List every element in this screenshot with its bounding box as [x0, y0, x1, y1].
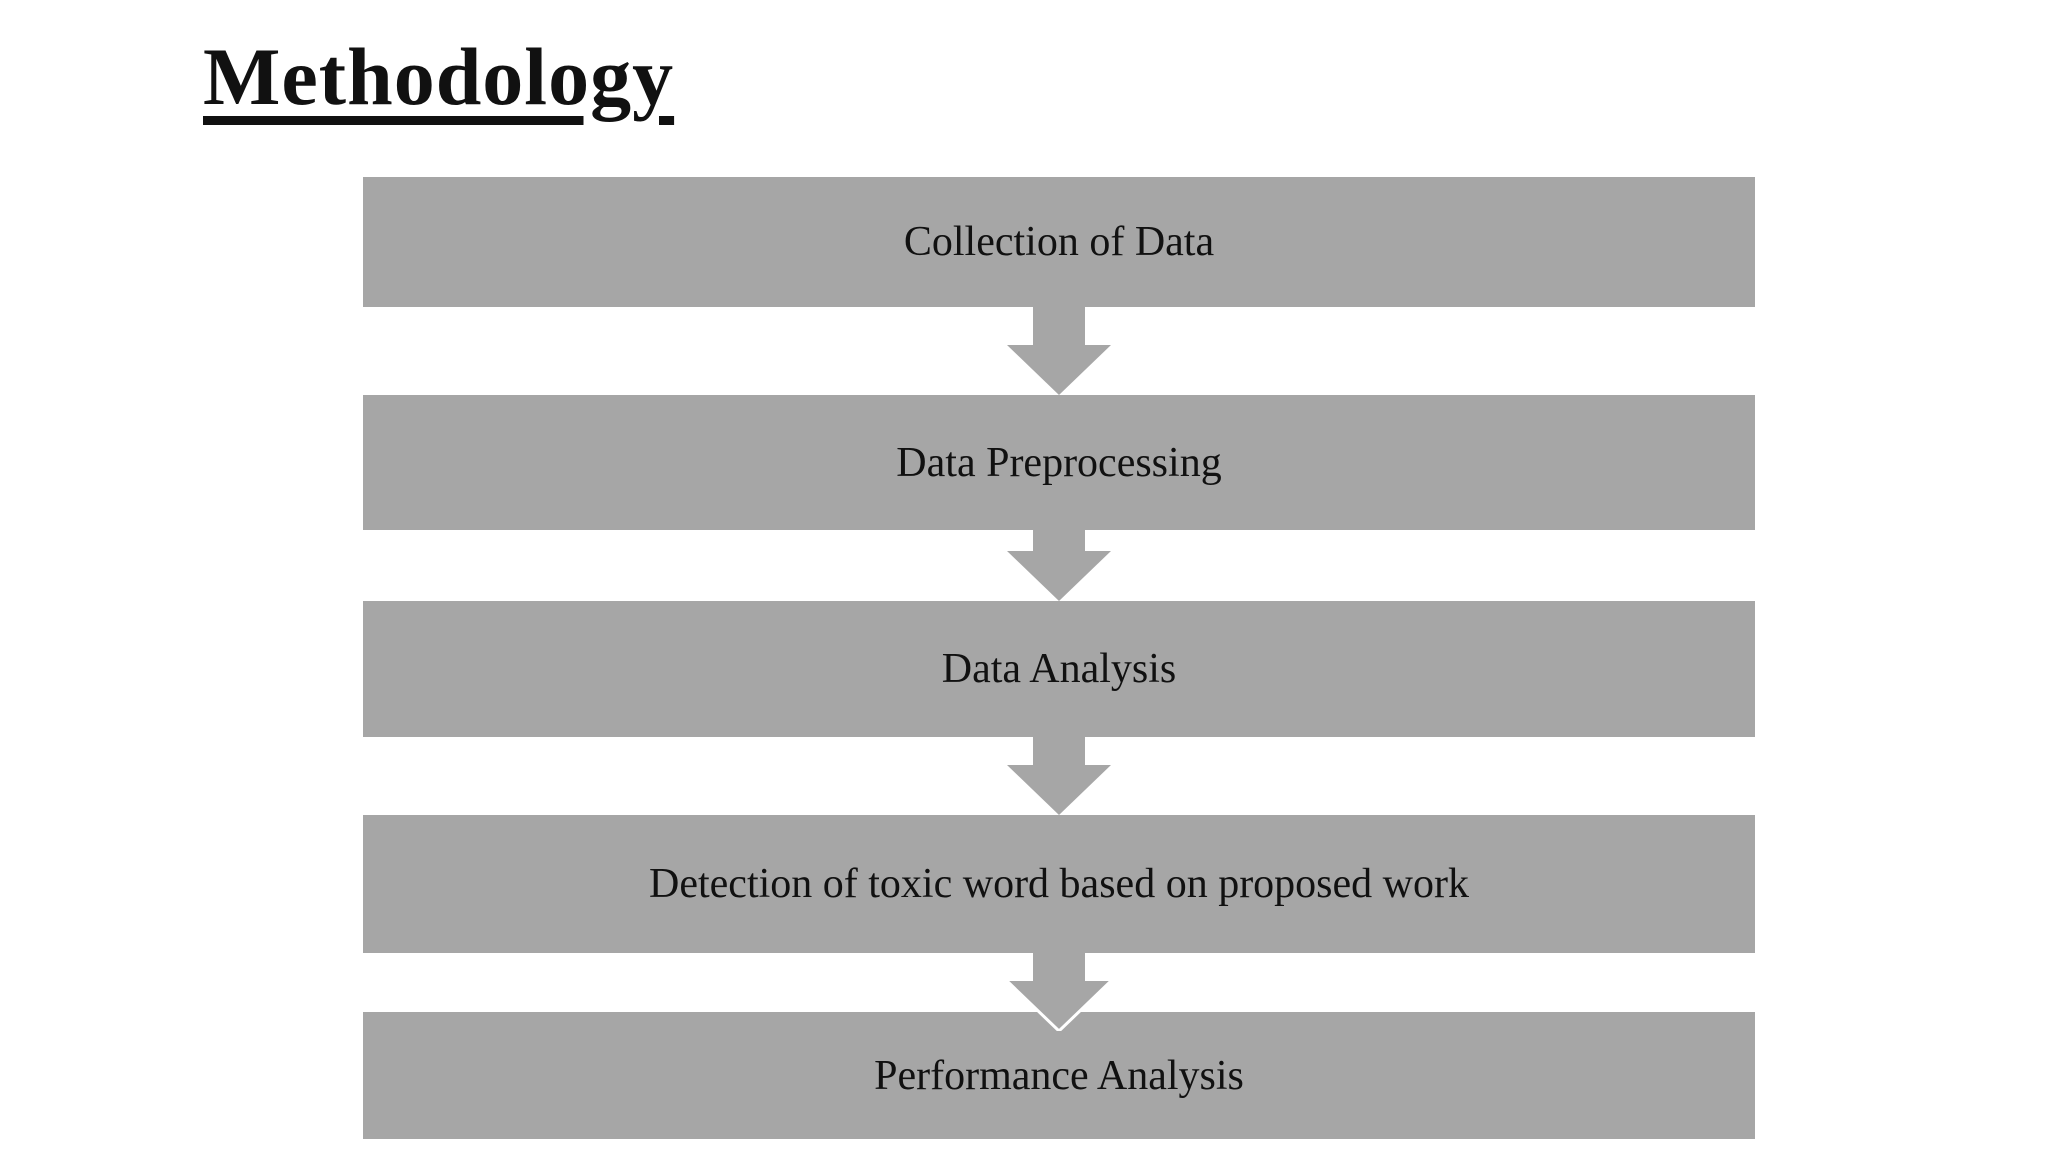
flow-step-label: Data Analysis [941, 646, 1177, 692]
flow-step-label: Collection of Data [903, 219, 1215, 265]
flow-step-label: Data Preprocessing [896, 439, 1222, 486]
flow-step-collection-of-data: Collection of Data [363, 177, 1755, 307]
flow-step-data-analysis: Data Analysis [363, 601, 1755, 737]
flow-step-label: Detection of toxic word based on propose… [649, 861, 1469, 907]
flow-step-performance-analysis: Performance Analysis [363, 1012, 1755, 1139]
down-arrow-icon [1007, 953, 1111, 1031]
page-title: Methodology [203, 31, 675, 122]
flow-step-detection-of-toxic-word: Detection of toxic word based on propose… [363, 815, 1755, 953]
down-arrow-icon [1007, 307, 1111, 395]
down-arrow-icon [1007, 737, 1111, 815]
flow-step-data-preprocessing: Data Preprocessing [363, 395, 1755, 530]
down-arrow-icon [1007, 530, 1111, 601]
flow-step-label: Performance Analysis [874, 1052, 1244, 1099]
